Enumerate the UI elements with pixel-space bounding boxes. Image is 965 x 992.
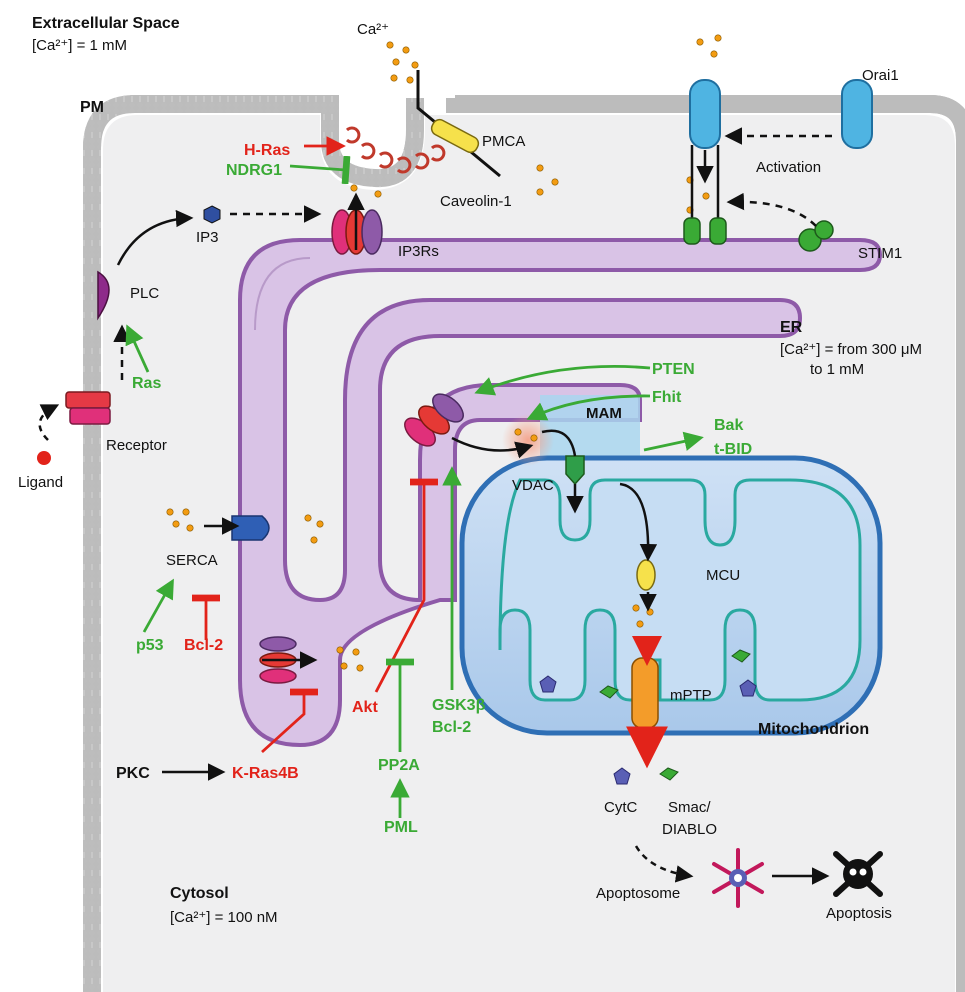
mitochondrion [459,455,883,736]
er-ca-line1: [Ca²⁺] = from 300 μM [780,341,922,358]
stim1-proteins [683,145,834,252]
orai1-label: Orai1 [862,67,899,84]
ligand-label: Ligand [18,474,63,491]
mcu-label: MCU [706,567,740,584]
ca-top-label: Ca²⁺ [357,21,389,38]
mam-calcium-glow [502,414,554,466]
activation-label: Activation [756,159,821,176]
gsk3b-label: GSK3β [432,697,486,714]
receptor-protein [37,391,111,465]
mam-label: MAM [586,405,622,422]
apoptosome-label: Apoptosome [596,885,680,902]
cytc-molecules [539,675,757,785]
akt-label: Akt [352,699,378,716]
extracellular-title: Extracellular Space [32,15,180,32]
kras4b-label: K-Ras4B [232,765,299,782]
vdac-channel [565,455,585,486]
bcl2-left-label: Bcl-2 [184,637,223,654]
cytosol-ca: [Ca²⁺] = 100 nM [170,909,278,926]
smac-molecules [599,649,751,781]
er-label: ER [780,319,803,336]
black-arrows [38,127,832,885]
caveolin-1 [345,126,446,174]
smac-label-line2: DIABLO [662,821,717,838]
pml-label: PML [384,819,418,836]
ndrg1-label: NDRG1 [226,162,282,179]
skull-icon [833,851,883,897]
serca-label: SERCA [166,552,218,569]
smac-label-line1: Smac/ [668,799,711,816]
mcu-channel [636,559,656,591]
bak-label: Bak [714,417,743,434]
serca-pump [231,515,270,541]
receptor-label: Receptor [106,437,167,454]
apoptosome [712,848,764,908]
ip3-label: IP3 [196,229,219,246]
ip3r-channel-top [331,209,383,255]
ip3rs-label: IP3Rs [398,243,439,260]
orai1-channel [689,79,873,149]
calcium-ions [166,34,722,672]
mptp-label: mPTP [670,687,712,704]
pkc-label: PKC [116,765,150,782]
vdac-label: VDAC [512,477,554,494]
pmca-pump [416,70,501,178]
fhit-label: Fhit [652,389,682,406]
apoptosis-label: Apoptosis [826,905,892,922]
pten-label: PTEN [652,361,695,378]
mitochondrion-label: Mitochondrion [758,721,869,738]
extracellular-ca: [Ca²⁺] = 1 mM [32,37,127,54]
plc-label: PLC [130,285,159,302]
bcl2-mid-label: Bcl-2 [432,719,471,736]
pp2a-label: PP2A [378,757,420,774]
green-interactions [125,155,704,818]
h-ras-label: H-Ras [244,142,290,159]
stim1-label: STIM1 [858,245,902,262]
er-ca-line2: to 1 mM [810,361,864,378]
tbid-label: t-BID [714,441,752,458]
ip3r-channel-mam [404,393,464,447]
pm-label: PM [80,99,104,116]
p53-label: p53 [136,637,164,654]
caveolin-label: Caveolin-1 [440,193,512,210]
cytc-label: CytC [604,799,638,816]
ip3r-channel-left [259,636,297,684]
plc-enzyme [97,270,110,321]
cytosol-label: Cytosol [170,885,229,902]
ras-label: Ras [132,375,161,392]
ip3-molecule [203,205,221,224]
pmca-label: PMCA [482,133,525,150]
